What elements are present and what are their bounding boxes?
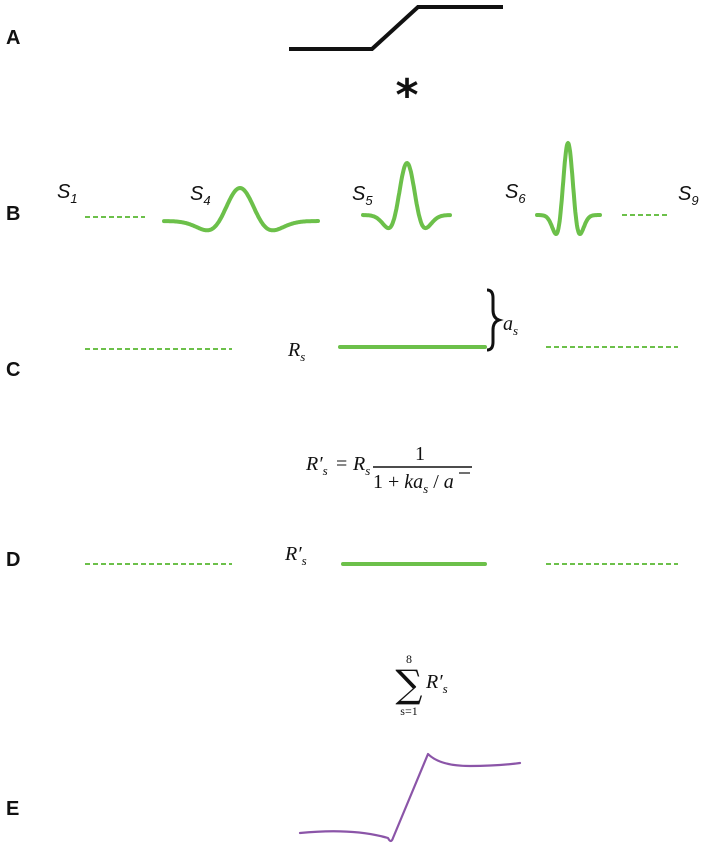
scale-label-s9: S9 xyxy=(678,183,699,208)
summation-expression: 8 ∑ s=1 R′s xyxy=(395,652,447,718)
amplitude-label-as: as xyxy=(503,313,518,338)
filter-curve-s6 xyxy=(535,141,602,236)
scale-label-s6: S6 xyxy=(505,181,526,206)
response-label-rs: Rs xyxy=(287,339,305,364)
equation-numerator: 1 xyxy=(415,443,425,465)
normalized-label-rs-prime: R′s xyxy=(284,543,307,568)
scale-label-s4: S4 xyxy=(190,183,211,208)
scale-label-s1: S1 xyxy=(57,181,78,206)
equation-rs: Rs xyxy=(352,453,370,478)
equation-lhs: R′s xyxy=(305,453,328,478)
step-edge-curve xyxy=(289,5,503,51)
summation-lower-limit: s=1 xyxy=(400,704,417,718)
panel-label-e: E xyxy=(6,798,19,820)
scale-label-s5: S5 xyxy=(352,183,373,208)
panel-label-b: B xyxy=(6,203,20,225)
amplitude-brace xyxy=(486,288,504,352)
summation-upper-limit: 8 xyxy=(406,652,412,666)
equation-equals: = xyxy=(336,453,347,475)
summation-term: R′s xyxy=(425,671,448,696)
reconstructed-edge-curve xyxy=(298,752,522,843)
filter-curve-s5 xyxy=(361,161,452,231)
convolution-symbol: * xyxy=(395,70,418,121)
equation-denominator: 1 + kas / a xyxy=(373,471,454,496)
panel-label-c: C xyxy=(6,359,20,381)
summation-sigma: ∑ xyxy=(395,662,422,706)
panel-label-a: A xyxy=(6,27,20,49)
panel-label-d: D xyxy=(6,549,20,571)
filter-curve-s4 xyxy=(162,186,320,233)
normalization-equation: R′s = Rs 1 1 + kas / a xyxy=(305,443,472,496)
